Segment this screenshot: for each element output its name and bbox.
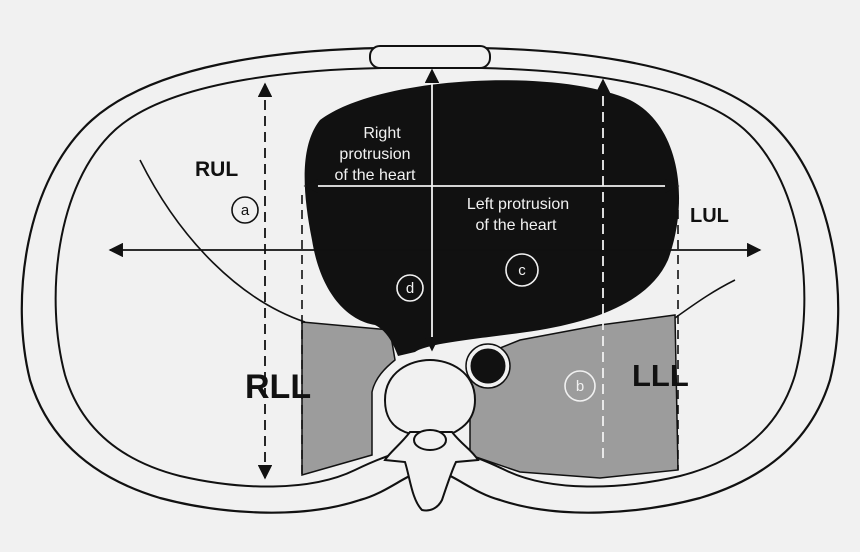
left-protrusion-line-1: Left protrusion [467,196,569,213]
marker-d: d [406,280,414,297]
marker-d-circle [396,274,424,302]
label-rll: RLL [245,368,311,406]
sternum [369,45,491,69]
right-protrusion-line-3: of the heart [335,167,417,184]
vertebra-body [383,358,477,438]
marker-c: c [518,262,526,279]
label-lul: LUL [690,205,729,227]
marker-b: b [576,378,584,395]
right-protrusion-line-1: Right [363,125,401,142]
marker-a-circle [231,196,259,224]
spinal-canal [413,429,447,451]
right-fissure [139,159,306,323]
marker-c-circle [505,253,539,287]
left-protrusion-line-2: of the heart [476,217,558,234]
right-protrusion-line-2: protrusion [339,146,410,163]
marker-b-circle [564,370,596,402]
marker-a: a [241,202,250,219]
left-fissure [674,279,736,319]
aorta [465,343,511,389]
vertebra-process [383,431,480,512]
label-lll: LLL [632,358,689,393]
rll-shaded-region [301,321,396,476]
label-rul: RUL [195,158,238,181]
